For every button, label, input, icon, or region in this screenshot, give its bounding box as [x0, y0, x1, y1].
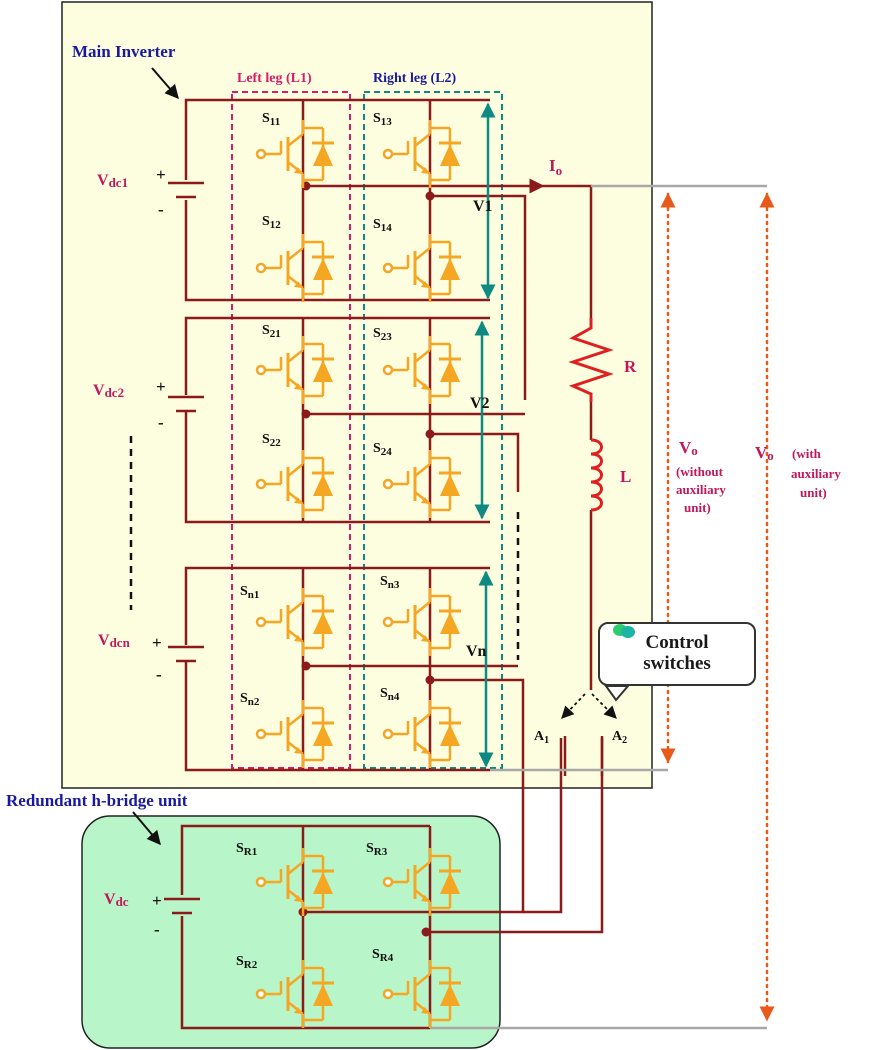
vo-with-note-3: unit) [800, 485, 827, 500]
resistor-label: R [624, 357, 637, 376]
label-sn1: Sn1 [240, 584, 259, 601]
vo-with-note-2: auxiliary [791, 466, 841, 481]
vo-without-label: Vo [679, 438, 698, 458]
source-label-vdcn: Vdcn [98, 632, 131, 650]
node-redundant-right [421, 927, 431, 937]
callout-icon [613, 624, 635, 638]
cell-voltage-v1: V1 [473, 198, 493, 215]
vo-without-note-2: auxiliary [676, 482, 726, 497]
cell-voltage-v2: V2 [470, 395, 490, 412]
plus-sign-2: + [156, 377, 166, 396]
minus-sign-n: - [156, 665, 162, 684]
node-cell2-left [301, 409, 311, 419]
minus-sign-2: - [158, 413, 164, 432]
label-s13: S13 [373, 111, 392, 128]
node-celln-right [425, 675, 435, 685]
redundant-unit-label: Redundant h-bridge unit [6, 791, 188, 810]
main-inverter-pointer [151, 67, 179, 100]
source-label-vdc: Vdc [104, 891, 129, 909]
label-s24: S24 [373, 441, 392, 458]
plus-sign-n: + [152, 633, 162, 652]
label-s23: S23 [373, 326, 392, 343]
source-label-vdc2: Vdc2 [93, 382, 124, 400]
left-leg-label: Left leg (L1) [237, 71, 312, 86]
terminal-a2-label: A2 [612, 729, 627, 746]
label-s11: S11 [262, 111, 280, 128]
label-s22: S22 [262, 432, 281, 449]
output-lines [430, 184, 767, 1030]
right-leg-box [363, 91, 503, 769]
label-sr1: SR1 [236, 841, 257, 858]
plus-sign-r: + [152, 891, 162, 910]
callout-line-1: Control [645, 632, 709, 654]
minus-sign-1: - [158, 200, 164, 219]
right-leg-label: Right leg (L2) [373, 71, 457, 86]
node-cell2-right [425, 429, 435, 439]
cell-voltage-vn: Vn [466, 643, 487, 660]
label-s14: S14 [373, 217, 392, 234]
vo-with-label: Vo [755, 443, 774, 463]
label-s21: S21 [262, 323, 281, 340]
label-sn3: Sn3 [380, 574, 400, 591]
inductor-symbol [590, 438, 603, 512]
source-label-vdc1: Vdc1 [97, 172, 128, 190]
label-sn4: Sn4 [380, 686, 400, 703]
label-sn2: Sn2 [240, 691, 260, 708]
left-leg-box [231, 91, 351, 769]
callout-line-2: switches [643, 653, 711, 674]
vo-without-note-1: (without [676, 464, 724, 479]
callout-tail [604, 685, 631, 702]
vo-without-note-3: unit) [684, 500, 711, 515]
redundant-unit-pointer [132, 811, 161, 846]
main-inverter-label: Main Inverter [72, 42, 176, 61]
label-s12: S12 [262, 214, 281, 231]
resistor-symbol [568, 318, 614, 402]
output-current-label: Io [549, 156, 562, 178]
vo-with-note-1: (with [792, 446, 822, 461]
terminal-a1-label: A1 [534, 729, 549, 746]
node-cell1-right [425, 191, 435, 201]
label-sr4: SR4 [372, 947, 394, 964]
label-sr3: SR3 [366, 841, 388, 858]
node-celln-left [301, 661, 311, 671]
main-inverter-panel [61, 1, 653, 789]
label-sr2: SR2 [236, 954, 258, 971]
inductor-label: L [620, 467, 631, 486]
switch-labels: S11 S12 S13 S14 S21 S22 S23 S24 Sn1 Sn2 … [236, 111, 400, 971]
plus-sign-1: + [156, 165, 166, 184]
minus-sign-r: - [154, 920, 160, 939]
callout-dot-teal [621, 626, 635, 638]
